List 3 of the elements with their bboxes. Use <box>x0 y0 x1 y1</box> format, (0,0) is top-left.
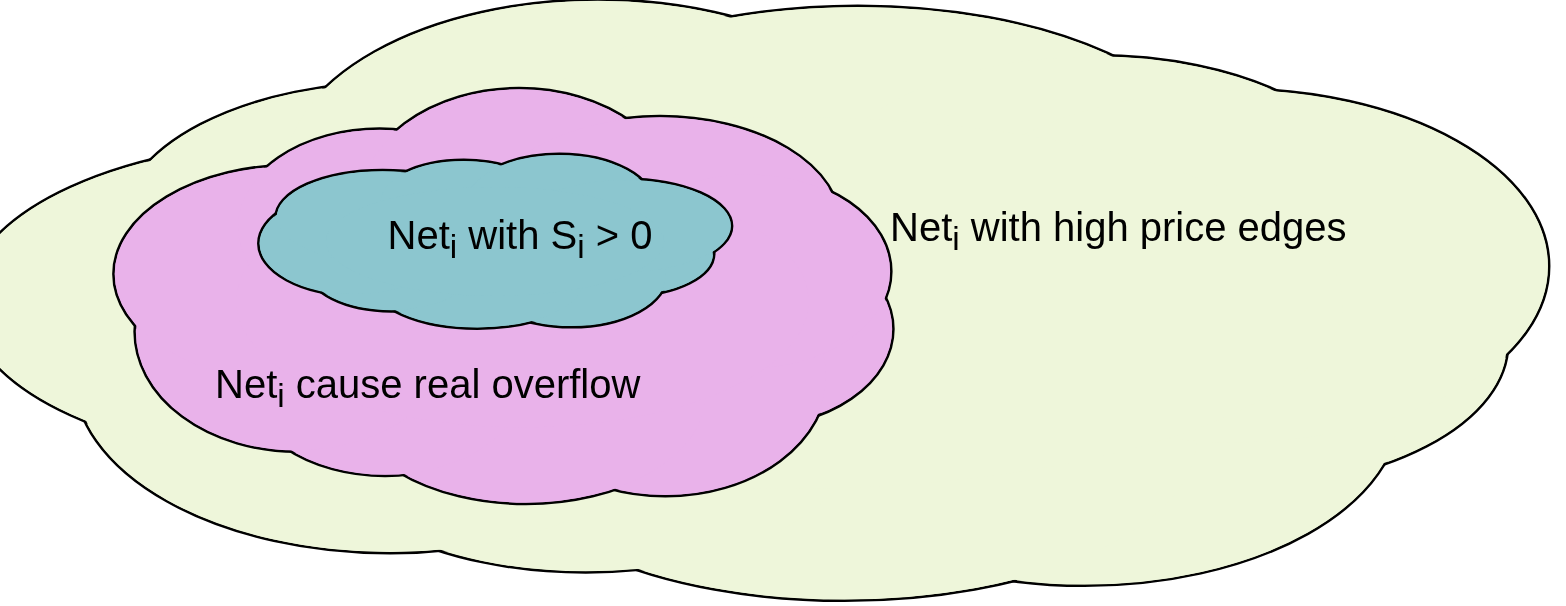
node-label: Net$_{i}$ cause real overflow <box>215 361 642 416</box>
node-label: Net$_{i}$ with high price edges <box>890 204 1348 259</box>
node-label: Net$_{i}$ with S$_{i}$ > 0 <box>386 212 654 267</box>
